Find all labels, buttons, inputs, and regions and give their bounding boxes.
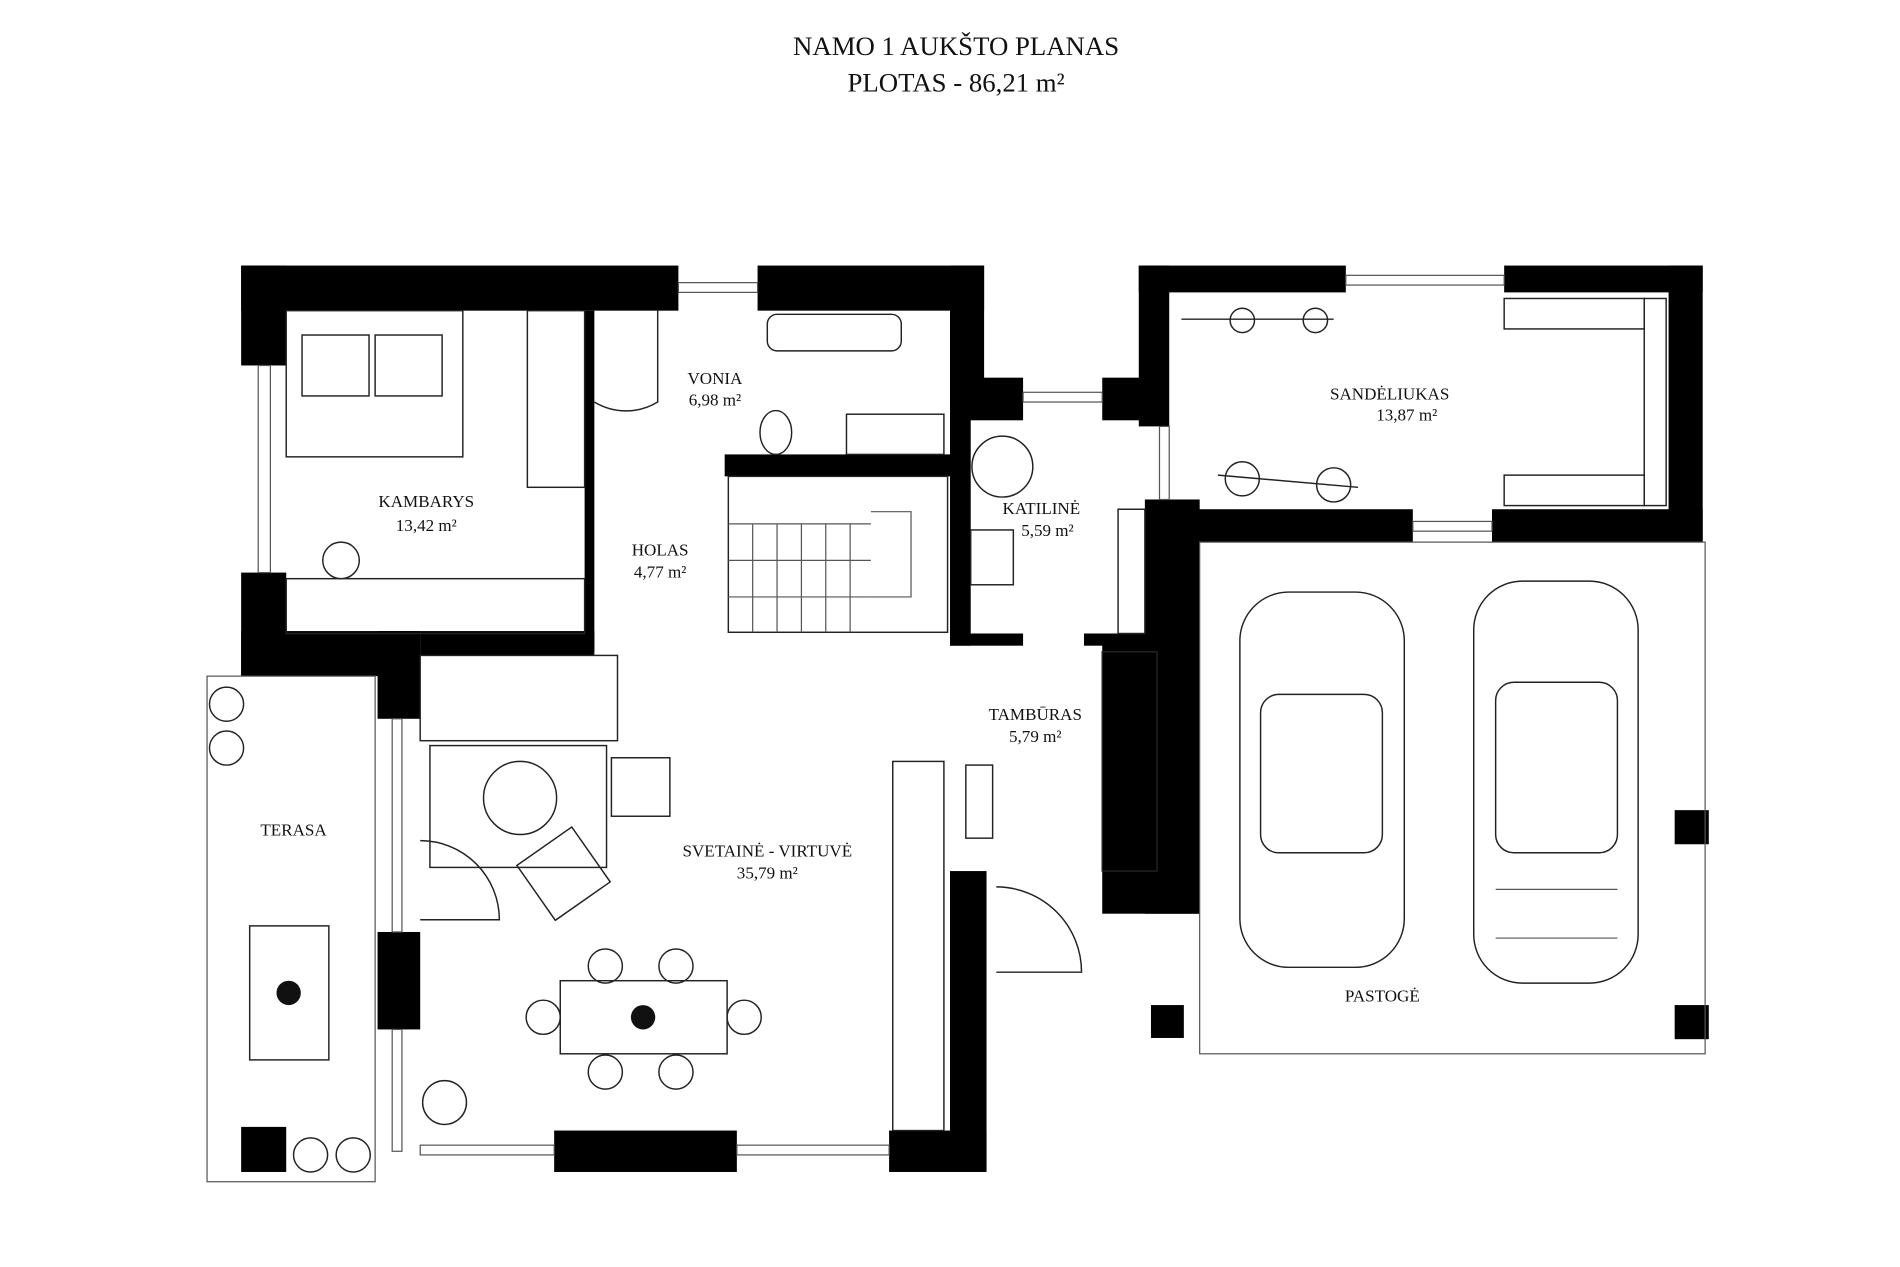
shelf-bottom <box>1503 474 1645 507</box>
coffee-table <box>482 760 558 836</box>
terrace-table <box>248 925 330 1061</box>
wardrobe <box>526 309 586 489</box>
shower <box>593 310 659 412</box>
bed <box>285 309 464 458</box>
washer <box>845 413 945 456</box>
room-area: 5,79 m² <box>1009 727 1061 746</box>
room-name: HOLAS <box>632 541 689 560</box>
room-name: PASTOGĖ <box>1345 986 1420 1005</box>
bicycles <box>1181 307 1359 503</box>
bathtub <box>766 313 903 352</box>
room-area: 13,42 m² <box>396 516 457 535</box>
room-area: 4,77 m² <box>634 562 686 581</box>
door <box>420 839 501 921</box>
toilet <box>759 409 793 456</box>
chair <box>322 541 361 580</box>
ottoman <box>610 757 671 817</box>
windows <box>206 274 1706 1183</box>
desk <box>285 577 586 635</box>
room-labels: KAMBARYS 13,42 m² VONIA 6,98 m² HOLAS 4,… <box>260 369 1449 1006</box>
room-area: 13,87 m² <box>1376 405 1437 424</box>
armchair <box>515 825 612 922</box>
room-name: KAMBARYS <box>378 492 474 511</box>
room-name: KATILINĖ <box>1003 499 1081 518</box>
room-name: TAMBŪRAS <box>989 705 1082 724</box>
boiler <box>971 435 1034 498</box>
plan-area: PLOTAS - 86,21 m² <box>848 67 1065 97</box>
sofa <box>419 654 619 742</box>
room-area: 6,98 m² <box>689 391 741 410</box>
stairs <box>727 475 949 634</box>
car-left <box>1239 591 1406 969</box>
shelf-top <box>1503 297 1645 330</box>
car-right <box>1472 580 1639 984</box>
room-name: VONIA <box>687 369 743 388</box>
room-area: 35,79 m² <box>737 863 798 882</box>
kitchen-counter <box>892 760 945 1132</box>
room-name: TERASA <box>260 821 327 840</box>
plan-title: NAMO 1 AUKŠTO PLANAS <box>793 31 1119 61</box>
walls <box>241 265 1709 1172</box>
water-heater <box>969 529 1015 586</box>
room-name: SVETAINĖ - VIRTUVĖ <box>682 841 852 860</box>
furniture <box>208 297 1667 1173</box>
entrance-door <box>996 886 1083 973</box>
room-name: SANDĖLIUKAS <box>1330 385 1449 404</box>
room-area: 5,59 m² <box>1021 521 1073 540</box>
shelf-right <box>1643 297 1667 507</box>
wardrobe-hall <box>1101 651 1158 872</box>
